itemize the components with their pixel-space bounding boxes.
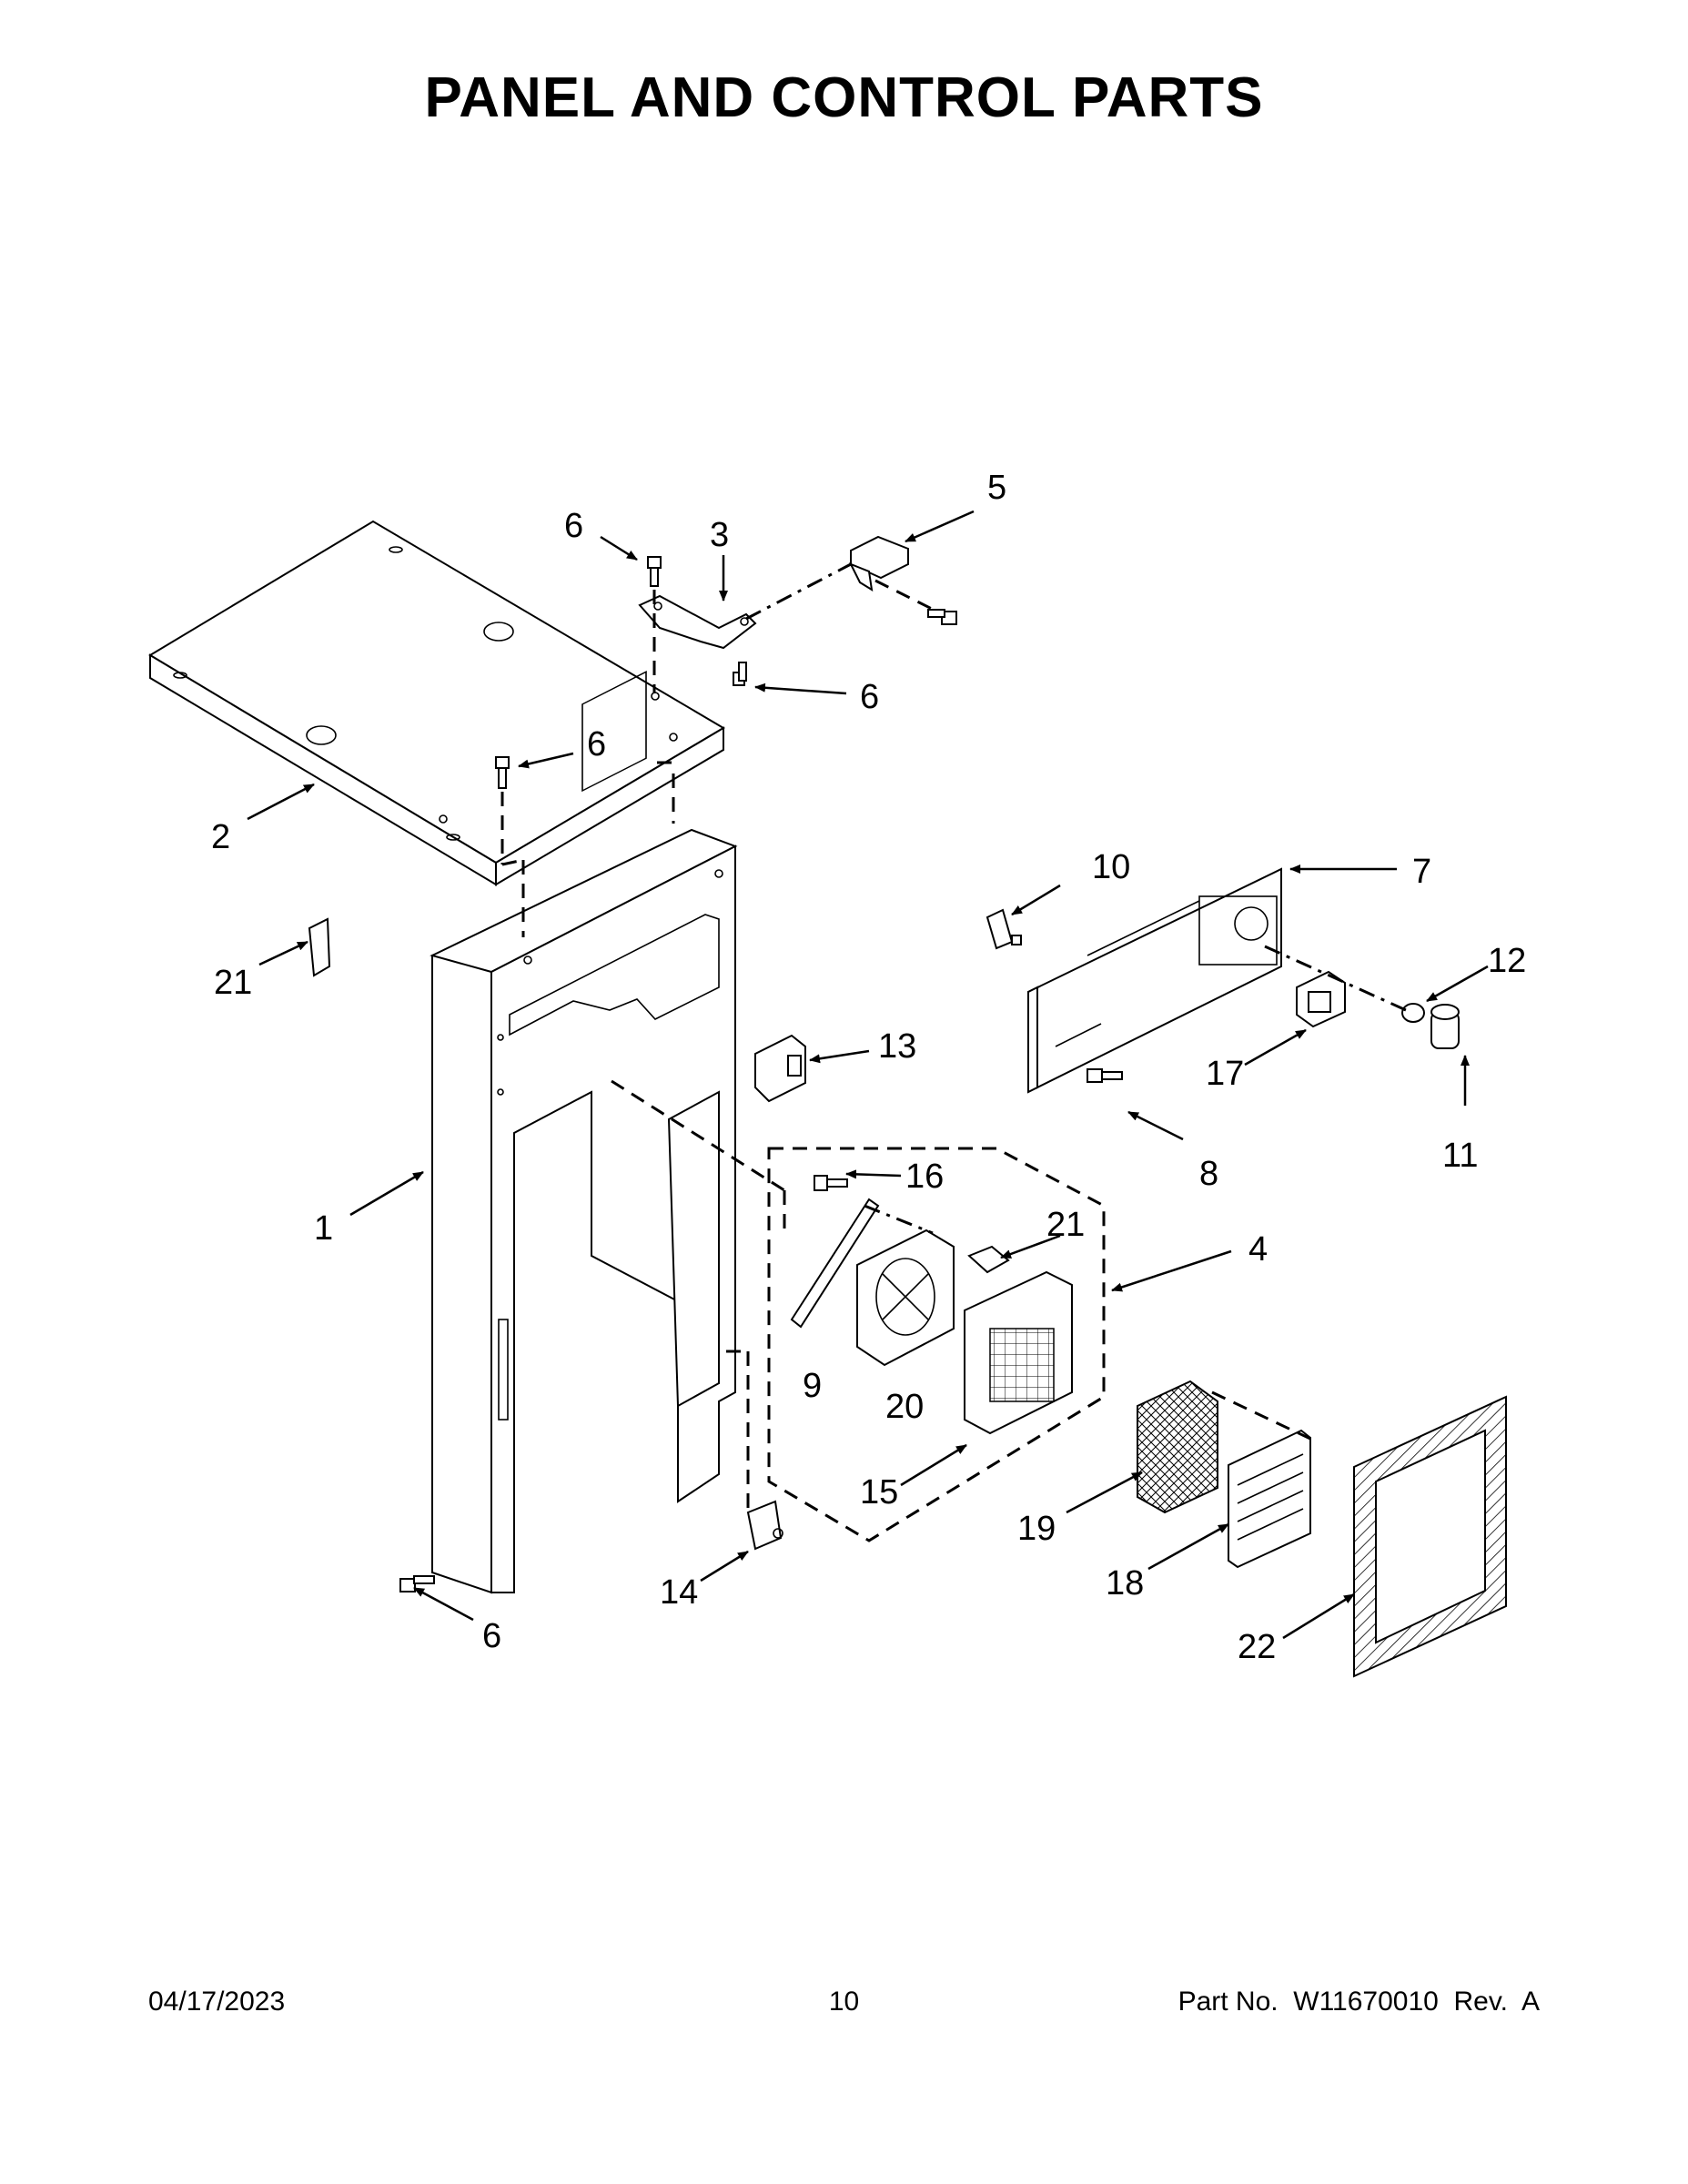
callout-18: 18 — [1106, 1564, 1144, 1603]
callout-22: 22 — [1238, 1628, 1276, 1666]
callout-12: 12 — [1488, 942, 1526, 980]
grille-part-18 — [1228, 1429, 1311, 1569]
leader-arrows — [247, 510, 1489, 1640]
switch-part-17 — [1296, 970, 1346, 1028]
knob-part-11 — [1430, 1004, 1460, 1049]
washer-part-12 — [1401, 1003, 1425, 1023]
callout-5: 5 — [987, 469, 1006, 507]
callout-6-bracket: 6 — [860, 678, 879, 716]
side-panel-part-1 — [430, 671, 738, 1594]
callout-1: 1 — [314, 1209, 333, 1248]
top-panel-part-2 — [148, 520, 725, 886]
callout-3: 3 — [710, 516, 729, 554]
callout-13: 13 — [878, 1027, 916, 1066]
callout-11: 11 — [1442, 1137, 1478, 1175]
callout-21-right: 21 — [1046, 1206, 1085, 1244]
assembly-lines — [500, 562, 1407, 1511]
callout-8: 8 — [1199, 1155, 1218, 1193]
callout-9: 9 — [803, 1367, 822, 1405]
footer-date: 04/17/2023 — [148, 1987, 286, 2017]
footer-part-info: Part No. W11670010 Rev. A — [1178, 1987, 1540, 2017]
callout-20: 20 — [885, 1388, 924, 1426]
screw-part-8 — [1087, 1068, 1123, 1083]
callout-19: 19 — [1017, 1510, 1056, 1548]
fan-assembly-outline-part-4 — [767, 1147, 1106, 1542]
part-14 — [746, 1500, 783, 1551]
clip-part-21 — [308, 917, 331, 977]
callout-21-left: 21 — [214, 964, 252, 1002]
part-10 — [986, 908, 1022, 950]
callout-14: 14 — [660, 1573, 698, 1612]
callout-2: 2 — [211, 818, 230, 856]
callout-17: 17 — [1206, 1055, 1244, 1093]
callout-6-panel: 6 — [587, 725, 606, 763]
callout-15: 15 — [860, 1473, 898, 1512]
screw-part-16 — [814, 1175, 848, 1191]
clip-part-21-right — [967, 1245, 1010, 1274]
gasket-part-22 — [1353, 1395, 1507, 1678]
filter-part-19 — [1137, 1380, 1218, 1514]
control-panel-part-7 — [1026, 867, 1282, 1094]
fan-part-20 — [856, 1228, 955, 1367]
callout-16: 16 — [905, 1158, 944, 1196]
shroud-part-15 — [964, 1270, 1073, 1435]
callout-labels: 1 2 3 4 5 6 6 6 6 7 8 9 10 11 12 13 14 1… — [211, 469, 1526, 1666]
callout-6-top: 6 — [564, 507, 583, 545]
bracket-part-3 — [638, 594, 757, 650]
page-title: PANEL AND CONTROL PARTS — [424, 66, 1264, 129]
switch-part-13 — [754, 1034, 806, 1103]
screw-part-6 — [399, 556, 957, 1592]
callout-7: 7 — [1412, 853, 1431, 891]
callout-10: 10 — [1092, 848, 1130, 886]
footer-page-number: 10 — [828, 1987, 860, 2017]
callout-4: 4 — [1248, 1230, 1268, 1269]
strip-part-9 — [790, 1198, 880, 1329]
callout-6-bottom: 6 — [482, 1617, 501, 1655]
